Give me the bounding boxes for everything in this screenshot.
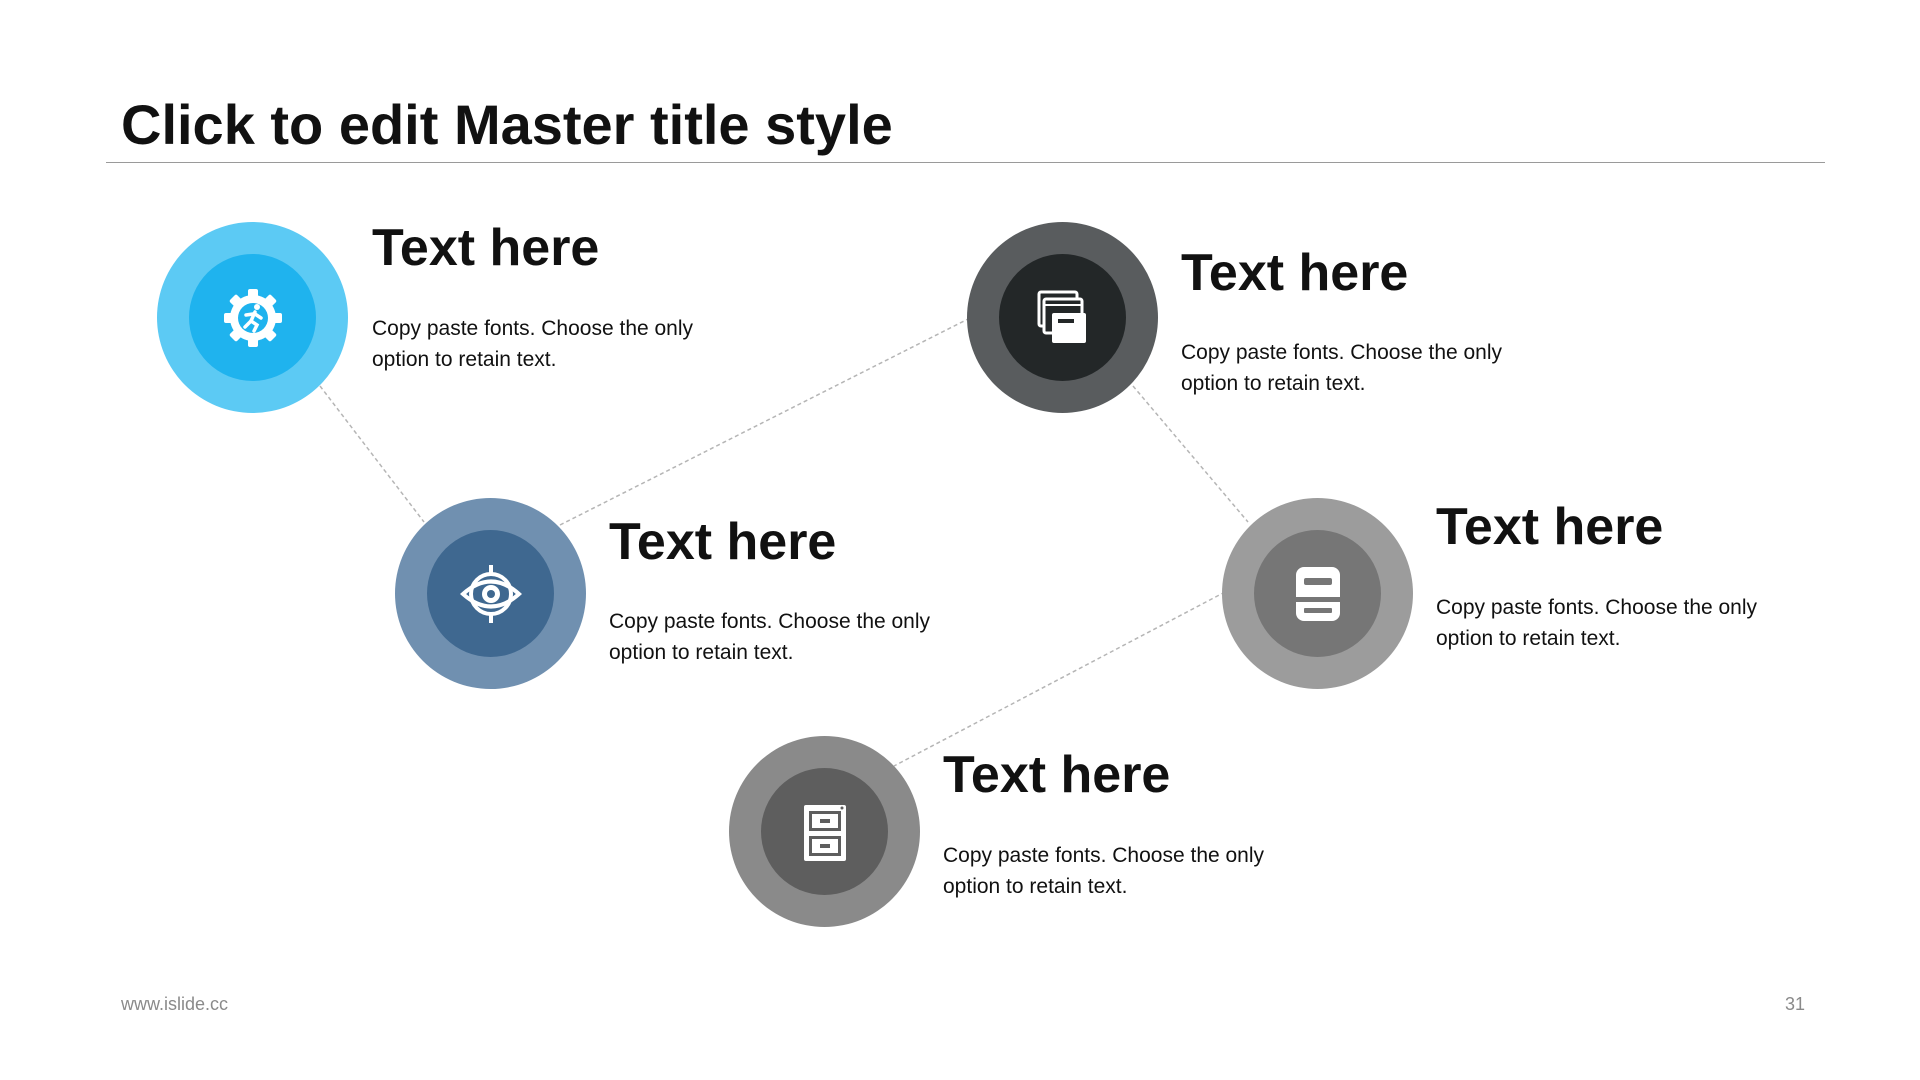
connector-line [1132, 385, 1249, 523]
connector-line [893, 591, 1226, 767]
title-divider [106, 162, 1825, 163]
slide-title[interactable]: Click to edit Master title style [121, 93, 893, 156]
filing-cabinet-icon [790, 797, 860, 867]
step-description-3[interactable]: Copy paste fonts. Choose the only option… [1181, 337, 1561, 399]
description-line: Copy paste fonts. Choose the only [1181, 341, 1503, 364]
step-circle-4 [1222, 498, 1413, 689]
connector-line [319, 385, 425, 523]
step-heading-4[interactable]: Text here [1436, 498, 1664, 556]
folders-icon [1028, 283, 1098, 353]
description-line: option to retain text. [609, 641, 794, 664]
description-line: Copy paste fonts. Choose the only [943, 844, 1265, 867]
step-circle-5 [729, 736, 920, 927]
page-number: 31 [1785, 994, 1806, 1014]
step-description-2[interactable]: Copy paste fonts. Choose the only option… [609, 606, 989, 668]
footer-url: www.islide.cc [121, 994, 229, 1014]
gear-running-person-icon [218, 283, 288, 353]
step-circle-1 [157, 222, 348, 413]
description-line: option to retain text. [1436, 627, 1621, 650]
eye-target-icon [456, 559, 526, 629]
step-description-5[interactable]: Copy paste fonts. Choose the only option… [943, 840, 1323, 902]
step-heading-1[interactable]: Text here [372, 219, 600, 277]
step-heading-2[interactable]: Text here [609, 513, 837, 571]
description-line: Copy paste fonts. Choose the only [1436, 596, 1758, 619]
step-circle-3 [967, 222, 1158, 413]
step-description-1[interactable]: Copy paste fonts. Choose the only option… [372, 313, 752, 375]
description-line: Copy paste fonts. Choose the only [609, 610, 931, 633]
description-line: option to retain text. [372, 348, 557, 371]
step-heading-3[interactable]: Text here [1181, 244, 1409, 302]
description-line: option to retain text. [1181, 372, 1366, 395]
step-description-4[interactable]: Copy paste fonts. Choose the only option… [1436, 592, 1816, 654]
printer-icon [1283, 559, 1353, 629]
step-circle-2 [395, 498, 586, 689]
description-line: Copy paste fonts. Choose the only [372, 317, 694, 340]
description-line: option to retain text. [943, 875, 1128, 898]
step-heading-5[interactable]: Text here [943, 746, 1171, 804]
